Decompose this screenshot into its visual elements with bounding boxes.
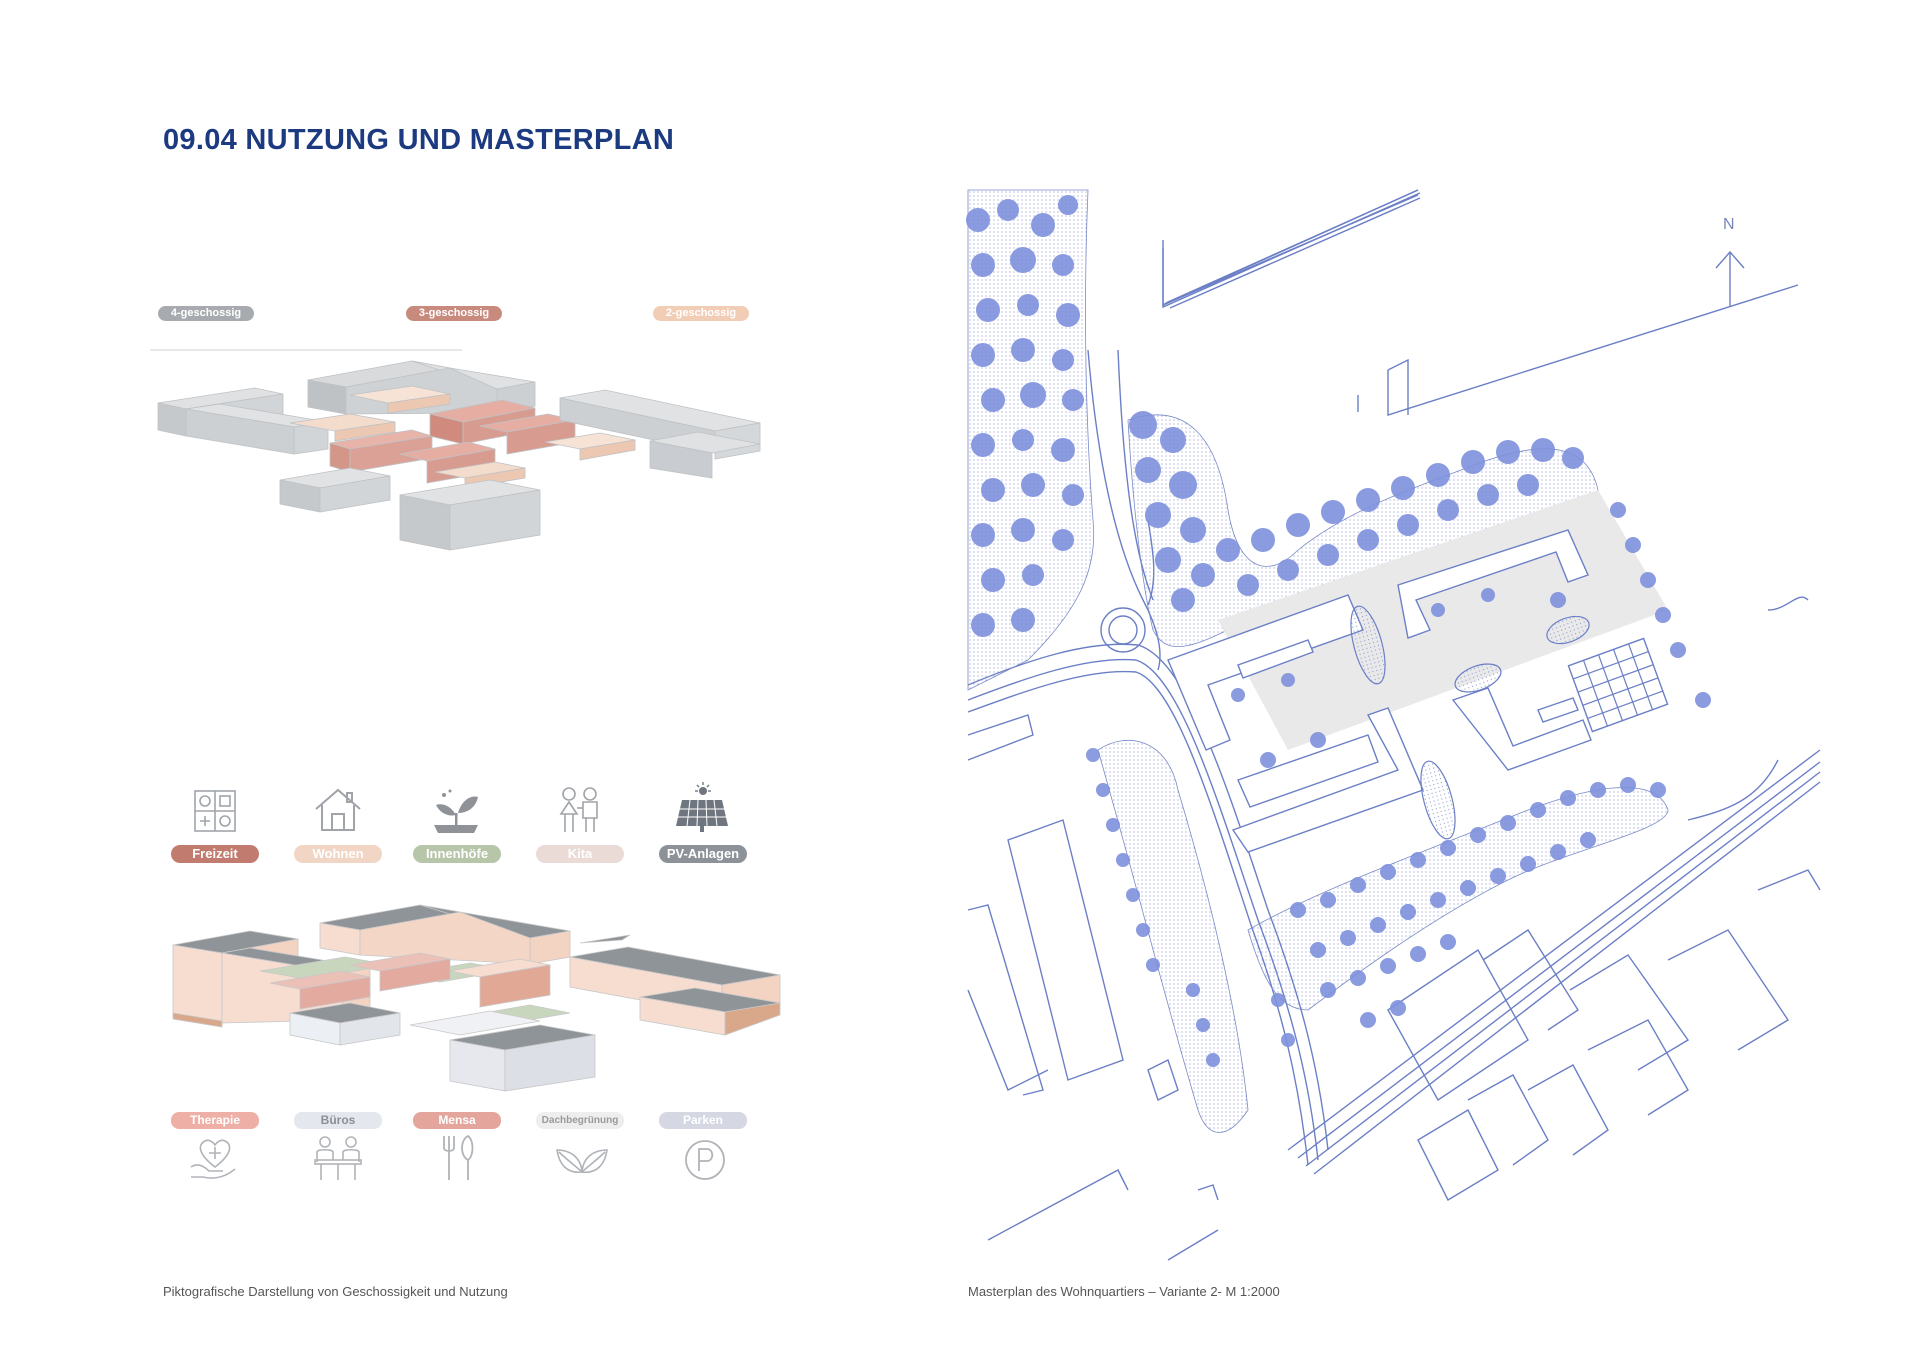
cutlery-icon [443,1134,474,1180]
use-parken: Parken [659,1112,747,1129]
storey-axonometric [150,349,761,551]
legend-2-geschossig: 2-geschossig [653,306,749,321]
leaves-icon [556,1149,608,1174]
use-axonometric [172,904,781,1092]
heart-hand-icon [190,1139,236,1179]
legend-3-geschossig: 3-geschossig [406,306,502,321]
caption-left: Piktografische Darstellung von Geschossi… [163,1284,508,1299]
children-icon [559,787,598,832]
use-mensa: Mensa [413,1112,501,1129]
north-label: N [1723,216,1735,233]
parking-icon [685,1140,725,1180]
use-freizeit: Freizeit [171,845,259,863]
use-dachbegruenung: Dachbegrünung [536,1112,624,1129]
use-wohnen: Wohnen [294,845,382,863]
use-kita: Kita [536,845,624,863]
page-title: 09.04 NUTZUNG UND MASTERPLAN [163,124,675,156]
caption-right: Masterplan des Wohnquartiers – Variante … [968,1284,1280,1299]
use-therapie: Therapie [171,1112,259,1129]
legend-4-geschossig: 4-geschossig [158,306,254,321]
use-bueros: Büros [294,1112,382,1129]
use-pv-anlagen: PV-Anlagen [659,845,747,863]
plant-hand-icon [434,789,478,833]
meeting-icon [314,1136,362,1180]
use-innenhoefe: Innenhöfe [413,845,501,863]
solar-panel-icon [676,782,728,832]
masterplan [966,189,1821,1261]
leisure-board-icon [194,790,236,832]
house-icon [315,788,361,831]
